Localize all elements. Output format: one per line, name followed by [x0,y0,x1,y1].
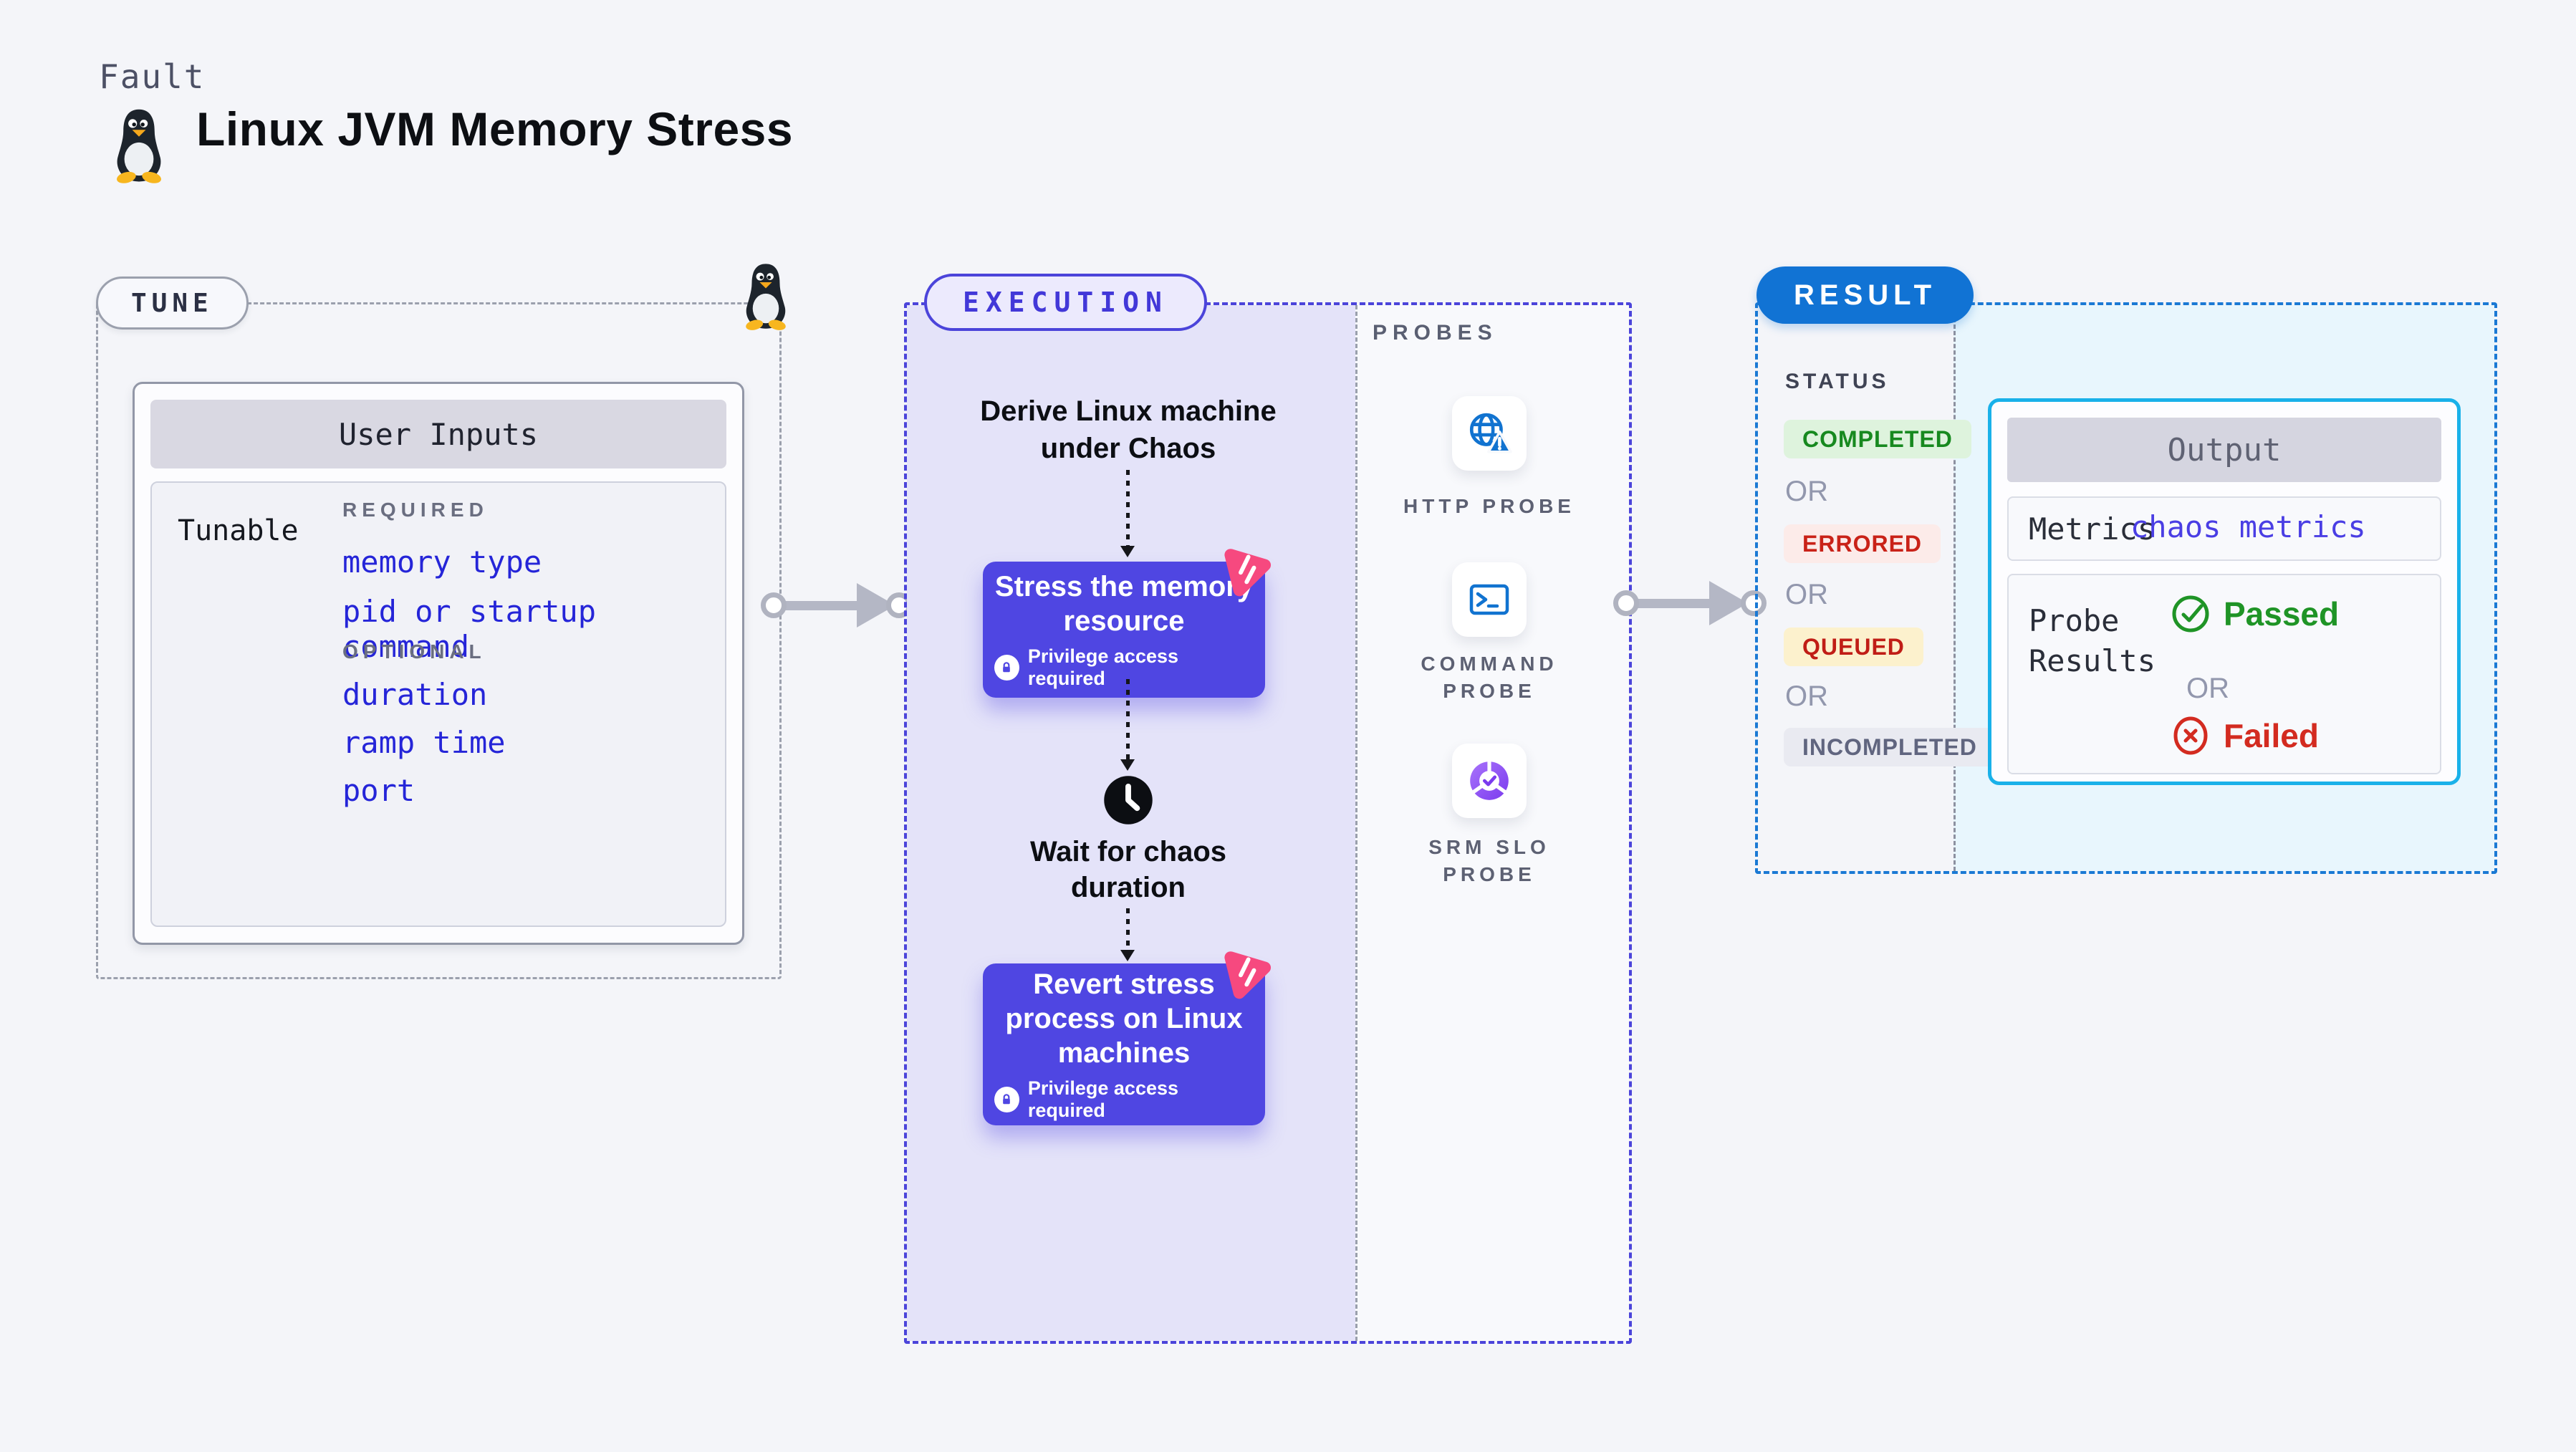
metrics-value-link[interactable]: chaos metrics [2130,509,2366,544]
srm-slo-probe-label: SRM SLO PROBE [1428,836,1550,885]
http-probe-label: HTTP PROBE [1403,495,1575,517]
or-separator: OR [1785,681,1828,712]
passed-row: Passed [2171,594,2339,634]
action-title: Stress the memory resource [994,571,1254,637]
clock-icon [1102,774,1154,826]
tune-section-box [96,302,782,979]
slo-donut-check-icon [1466,757,1513,804]
input-memory-type[interactable]: memory type [342,544,542,580]
or-separator: OR [1785,476,1828,507]
input-ramp-time[interactable]: ramp time [342,725,506,760]
step-derive-machine: Derive Linux machine under Chaos [980,395,1277,464]
lock-icon [994,655,1019,681]
step-stress-memory: Stress the memory resource Privilege acc… [983,562,1265,698]
tune-pill: TUNE [96,277,249,330]
input-pid-or-startup-command[interactable]: pid or startup command [342,594,597,664]
srm-slo-probe-card [1452,744,1527,818]
passed-text: Passed [2224,595,2340,633]
user-inputs-header: User Inputs [150,400,726,468]
fault-kicker: Fault [99,57,206,96]
status-badge-completed: COMPLETED [1784,420,1971,458]
or-separator: OR [1785,579,1828,610]
metrics-row: Metrics chaos metrics [2007,496,2441,561]
tunable-label: Tunable [178,514,299,547]
output-header: Output [2007,418,2441,482]
required-label: REQUIRED [342,499,489,521]
optional-label: OPTIONAL [342,640,486,663]
output-card: Output Metrics chaos metrics Probe Resul… [1988,398,2461,785]
step-wait-duration: Wait for chaos duration [1029,836,1227,903]
input-duration[interactable]: duration [342,677,488,712]
http-probe-card [1452,396,1527,471]
result-pill: RESULT [1756,266,1974,324]
linux-tux-icon [738,262,794,330]
terminal-icon [1466,577,1512,622]
step-revert-stress: Revert stress process on Linux machines … [983,963,1265,1125]
failed-text: Failed [2224,717,2319,754]
x-circle-icon [2171,716,2211,756]
probe-results-row: Probe Results Passed OR Failed [2007,574,2441,774]
lock-icon [994,1087,1019,1112]
command-probe-label: COMMAND PROBE [1421,653,1558,702]
probe-results-label: Probe Results [2029,603,2156,678]
execution-pill: EXECUTION [924,274,1207,331]
command-probe-card [1452,562,1527,637]
status-badge-queued: QUEUED [1784,628,1923,666]
privilege-badge: Privilege access required [994,1077,1254,1122]
chaos-logo-icon [1212,534,1282,605]
status-label: STATUS [1785,370,1890,393]
status-badge-incompleted: INCOMPLETED [1784,728,1996,766]
action-title: Revert stress process on Linux machines [1005,968,1243,1069]
metrics-label: Metrics [2029,511,2156,547]
privilege-badge: Privilege access required [994,645,1254,690]
probes-panel-background [1355,305,1629,1341]
chaos-logo-icon [1212,937,1282,1007]
user-inputs-body: Tunable REQUIRED memory type pid or star… [150,481,726,927]
probes-label: PROBES [1373,321,1498,345]
linux-tux-icon [107,107,170,183]
user-inputs-card: User Inputs Tunable REQUIRED memory type… [133,382,744,945]
check-circle-icon [2171,594,2211,634]
failed-row: Failed [2171,716,2319,756]
input-port[interactable]: port [342,773,415,808]
page-title: Linux JVM Memory Stress [196,102,794,155]
status-badge-errored: ERRORED [1784,524,1941,563]
globe-alert-icon [1466,410,1513,457]
or-separator: OR [2186,673,2229,704]
